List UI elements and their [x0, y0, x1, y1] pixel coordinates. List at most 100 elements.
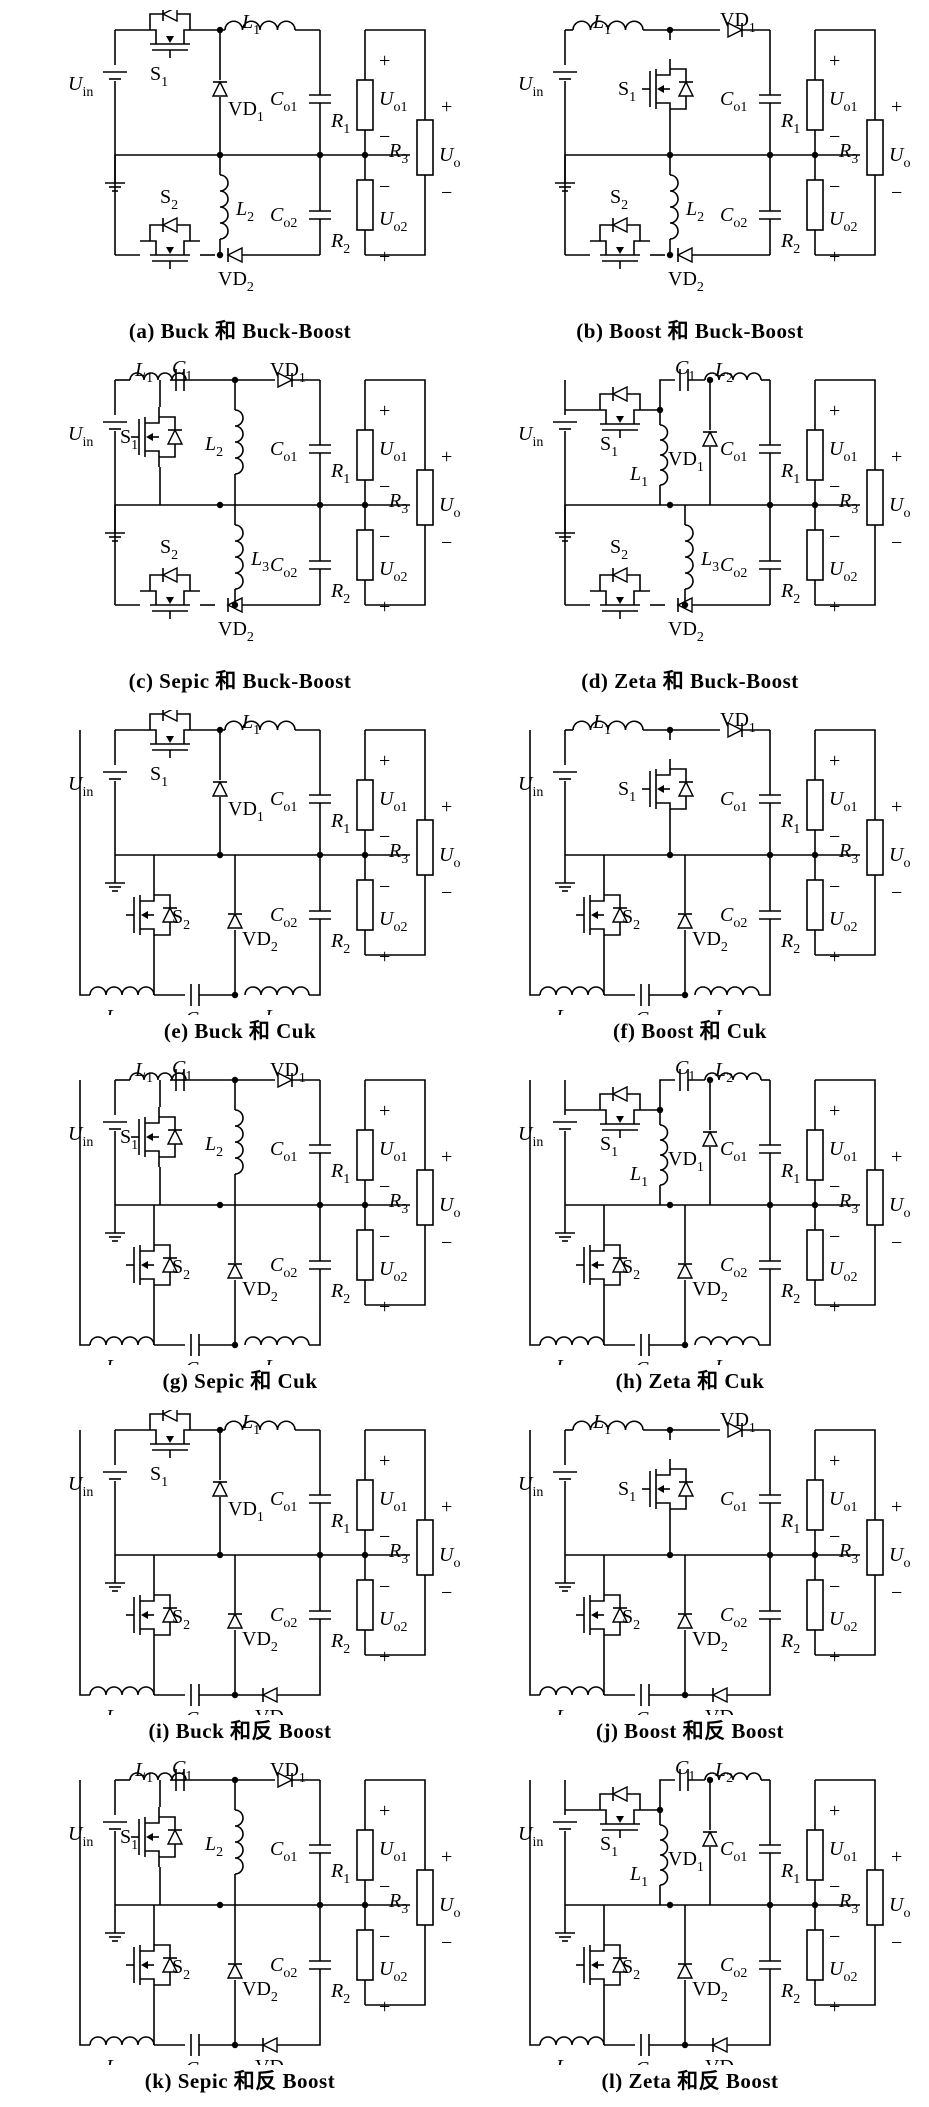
l2-inductor [89, 986, 155, 996]
c2-label: C2 [185, 1708, 205, 1715]
co1-capacitor [759, 94, 781, 104]
circuit: UinCo1Co2R1R2+−Uo1−+Uo2R3+−Uo3L1C1VD1S1L… [68, 360, 460, 645]
s1-switch [131, 1807, 184, 1867]
uo3-label: Uo3 [889, 144, 910, 171]
r1-resistor [356, 1479, 374, 1531]
s2-label: S2 [172, 906, 190, 933]
uo1-plus-sign: + [379, 50, 390, 72]
uo3-minus-sign: − [441, 1932, 452, 1954]
uo2-label: Uo2 [379, 558, 407, 585]
r2-label: R2 [330, 1980, 350, 2007]
cuk-output-inductor [694, 986, 760, 996]
r2-resistor [806, 879, 824, 931]
bottom-inductor [234, 524, 244, 590]
uo2-plus-sign: + [379, 596, 390, 618]
r3-resistor [416, 119, 434, 176]
vd1-label: VD1 [668, 1148, 704, 1175]
figure-panel-a: UinCo1Co2R1R2+−Uo1−+Uo2R3+−Uo3S1L1VD1S2V… [20, 10, 460, 355]
uo2-label: Uo2 [829, 1958, 857, 1985]
wire [277, 2005, 321, 2046]
input-source-icon [103, 1821, 127, 1830]
co2-capacitor [759, 1260, 781, 1270]
s2-label: S2 [622, 1956, 640, 1983]
uo3-plus-sign: + [891, 1496, 902, 1518]
r1-label: R1 [780, 110, 800, 137]
uo1-label: Uo1 [829, 1838, 857, 1865]
r2-label: R2 [330, 1630, 350, 1657]
r2-resistor [356, 1579, 374, 1631]
r3-label: R3 [388, 1890, 408, 1917]
l2-label: L2 [555, 1006, 574, 1015]
wire [650, 1079, 675, 1111]
uo1-minus-sign: − [829, 476, 840, 498]
r1-label: R1 [780, 810, 800, 837]
s1-label: S1 [600, 1833, 618, 1860]
co1-label: Co1 [270, 1488, 297, 1515]
s2-switch [126, 1585, 179, 1645]
circuit-diagram-l: UinCo1Co2R1R2+−Uo1−+Uo2R3+−Uo3S1C1L2L1VD… [518, 1760, 910, 2065]
co1-capacitor [309, 1494, 331, 1504]
uo1-label: Uo1 [379, 438, 407, 465]
body-diode [611, 1785, 628, 1803]
s2-switch [140, 566, 200, 619]
vd2-diode [676, 1962, 694, 1979]
wire [815, 729, 876, 820]
body-diode [166, 428, 184, 445]
uo3-label: Uo3 [439, 1194, 460, 1221]
l2-inductor [704, 1072, 762, 1081]
junction-dot [216, 501, 224, 509]
l1-inductor [224, 1420, 296, 1431]
circuit-diagram-g: UinCo1Co2R1R2+−Uo1−+Uo2R3+−Uo3L1C1VD1S1L… [68, 1060, 460, 1365]
r1-resistor [356, 79, 374, 131]
vd1-label: VD1 [228, 1498, 264, 1525]
uo2-label: Uo2 [829, 558, 857, 585]
r2-resistor [806, 1929, 824, 1981]
co2-capacitor [309, 1610, 331, 1620]
figure-caption: (e) Buck 和 Cuk [163, 1019, 317, 1043]
l2-label: L2 [555, 2056, 574, 2065]
vd3-diode [711, 1686, 728, 1704]
uo2-minus-sign: − [379, 1576, 390, 1598]
uo3-label: Uo3 [889, 844, 910, 871]
l1-label: L1 [241, 1411, 260, 1438]
s1-label: S1 [120, 426, 138, 453]
uin-label: Uin [68, 423, 93, 450]
s1-switch [131, 407, 184, 467]
c2-capacitor [640, 2034, 650, 2056]
r3-resistor [866, 119, 884, 176]
co1-capacitor [759, 1144, 781, 1154]
r2-resistor [356, 179, 374, 231]
body-diode [161, 10, 178, 23]
junction-dot [216, 1901, 224, 1909]
uo1-plus-sign: + [829, 400, 840, 422]
wire [529, 1080, 540, 1346]
figure-caption: (a) Buck 和 Buck-Boost [128, 319, 352, 343]
s1-label: S1 [150, 1463, 168, 1490]
uo2-plus-sign: + [379, 946, 390, 968]
wire [815, 1429, 876, 1520]
l2-label: L2 [204, 433, 223, 460]
s2-switch [576, 1585, 629, 1645]
vd2-label: VD2 [668, 618, 704, 645]
r2-resistor [806, 529, 824, 581]
uo1-minus-sign: − [379, 1526, 390, 1548]
l2-inductor [89, 1686, 155, 1696]
wire [727, 1655, 771, 1696]
wire [365, 1225, 426, 1306]
circuit-diagram-i: UinCo1Co2R1R2+−Uo1−+Uo2R3+−Uo3S1L1VD1S2L… [68, 1410, 460, 1715]
bottom-inductor-label: L2 [685, 198, 704, 225]
uo3-plus-sign: + [891, 446, 902, 468]
input-source-icon [103, 1471, 127, 1480]
uo1-label: Uo1 [379, 88, 407, 115]
uo1-plus-sign: + [379, 750, 390, 772]
junction-dot [681, 601, 689, 609]
cuk-inductor-label: L3 [714, 1006, 733, 1015]
cuk-output-inductor [244, 1336, 310, 1346]
figure-panel-j: UinCo1Co2R1R2+−Uo1−+Uo2R3+−Uo3L1VD1S1S2L… [470, 1410, 910, 1755]
vd2-label: VD2 [242, 928, 278, 955]
uo2-plus-sign: + [829, 246, 840, 268]
vd2-label: VD2 [218, 618, 254, 645]
figure-panel-i: UinCo1Co2R1R2+−Uo1−+Uo2R3+−Uo3S1L1VD1S2L… [20, 1410, 460, 1755]
r1-resistor [806, 1129, 824, 1181]
uo3-label: Uo3 [439, 1894, 460, 1921]
